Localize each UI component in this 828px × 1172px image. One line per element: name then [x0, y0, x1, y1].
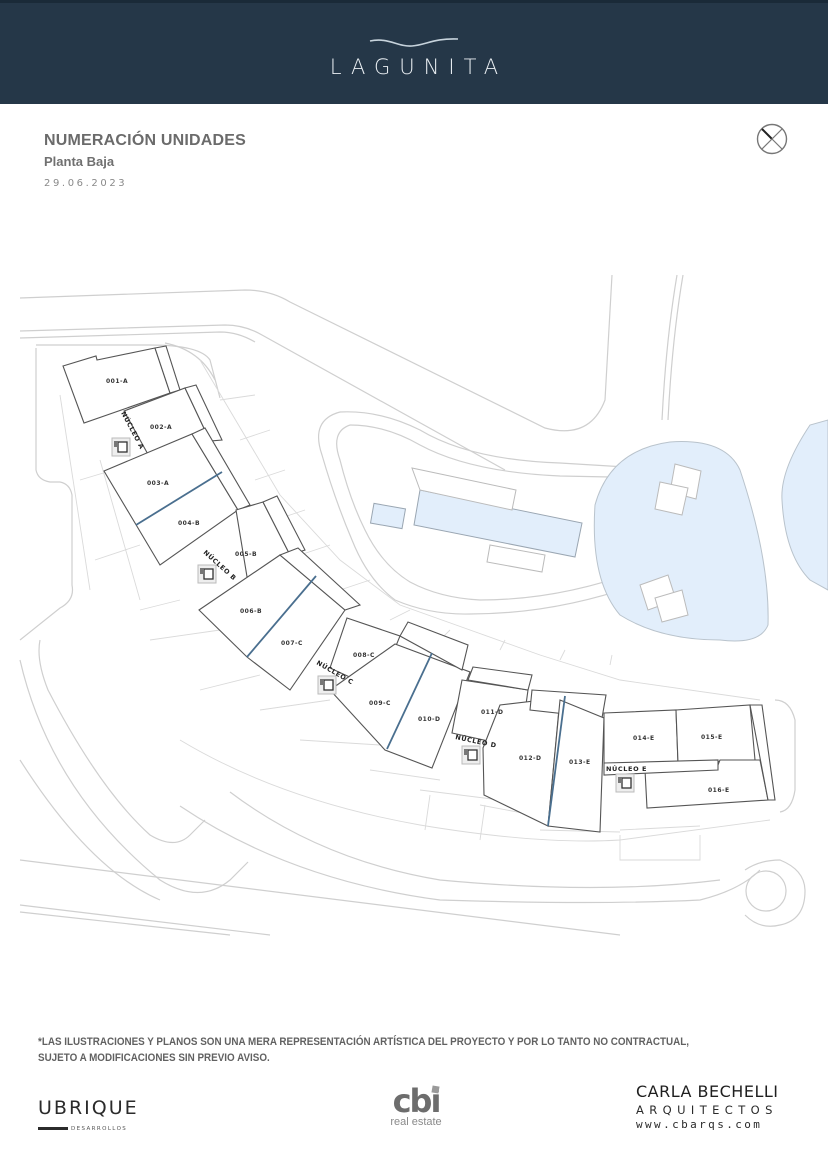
unit-label[interactable]: 010-D	[418, 716, 441, 723]
stair-core-icon-d	[461, 745, 481, 765]
ubrique-sub: DESARROLLOS	[71, 1125, 128, 1132]
site-plan: 001-A 002-A 003-A 004-B 005-B 006-B 007-…	[19, 274, 828, 936]
unit-label[interactable]: 012-D	[519, 755, 542, 762]
nucleos	[111, 437, 635, 793]
unit-label[interactable]: 008-C	[353, 652, 375, 659]
unit-label[interactable]: 002-A	[150, 424, 172, 431]
carla-bechelli-website[interactable]: www.cbarqs.com	[636, 1118, 763, 1131]
carla-bechelli-sub: ARQUITECTOS	[636, 1103, 778, 1117]
page-title: NUMERACIÓN UNIDADES	[44, 132, 247, 149]
wave-icon	[369, 38, 459, 47]
cbi-dot-icon	[431, 1085, 440, 1094]
brand-logo-lagunita: LAGUNITA	[329, 55, 508, 79]
unit-label[interactable]: 016-E	[708, 787, 730, 794]
unit-label[interactable]: 007-C	[281, 640, 303, 647]
legal-disclaimer: *LAS ILUSTRACIONES Y PLANOS SON UNA MERA…	[38, 1034, 754, 1066]
disclaimer-line-1: *LAS ILUSTRACIONES Y PLANOS SON UNA MERA…	[38, 1036, 690, 1048]
unit-label[interactable]: 003-A	[147, 480, 169, 487]
logo-carla-bechelli: CARLA BECHELLI ARQUITECTOS www.cbarqs.co…	[636, 1082, 779, 1132]
north-arrow-icon	[756, 123, 788, 155]
unit-label[interactable]: 001-A	[106, 378, 128, 385]
unit-label[interactable]: 014-E	[633, 735, 655, 742]
logo-cbi: cbi real estate	[384, 1085, 448, 1128]
ubrique-bar	[38, 1127, 68, 1130]
unit-label[interactable]: 004-B	[178, 520, 200, 527]
stair-core-icon-b	[197, 564, 217, 584]
unit-label[interactable]: 005-B	[235, 551, 257, 558]
party-wall-dividers	[135, 471, 566, 827]
unit-label[interactable]: 009-C	[369, 700, 391, 707]
disclaimer-line-2: SUJETO A MODIFICACIONES SIN PREVIO AVISO…	[38, 1052, 270, 1064]
unit-labels: 001-A 002-A 003-A 004-B 005-B 006-B 007-…	[106, 378, 730, 794]
unit-label[interactable]: 013-E	[569, 759, 591, 766]
unit-label[interactable]: 015-E	[701, 734, 723, 741]
unit-label[interactable]: 006-B	[240, 608, 262, 615]
logo-ubrique: UBRIQUE DESARROLLOS	[38, 1098, 139, 1137]
stair-core-icon-e	[615, 773, 635, 793]
unit-outlines	[62, 345, 776, 833]
page-subtitle: Planta Baja	[44, 154, 115, 169]
carla-bechelli-name: CARLA BECHELLI	[636, 1082, 779, 1101]
title-block: NUMERACIÓN UNIDADES Planta Baja 29.06.20…	[44, 132, 246, 189]
water-features	[369, 419, 828, 642]
plan-date: 29.06.2023	[44, 178, 128, 189]
stair-core-icon-a	[111, 437, 131, 457]
plot-lines	[59, 359, 771, 861]
stair-core-icon-c	[317, 675, 337, 695]
header-banner: LAGUNITA	[0, 0, 828, 104]
nucleo-label: NÚCLEO E	[606, 764, 647, 773]
unit-label[interactable]: 011-D	[481, 709, 504, 716]
roads	[19, 274, 806, 936]
ubrique-wordmark: UBRIQUE	[38, 1097, 139, 1119]
cbi-sub: real estate	[390, 1116, 442, 1128]
